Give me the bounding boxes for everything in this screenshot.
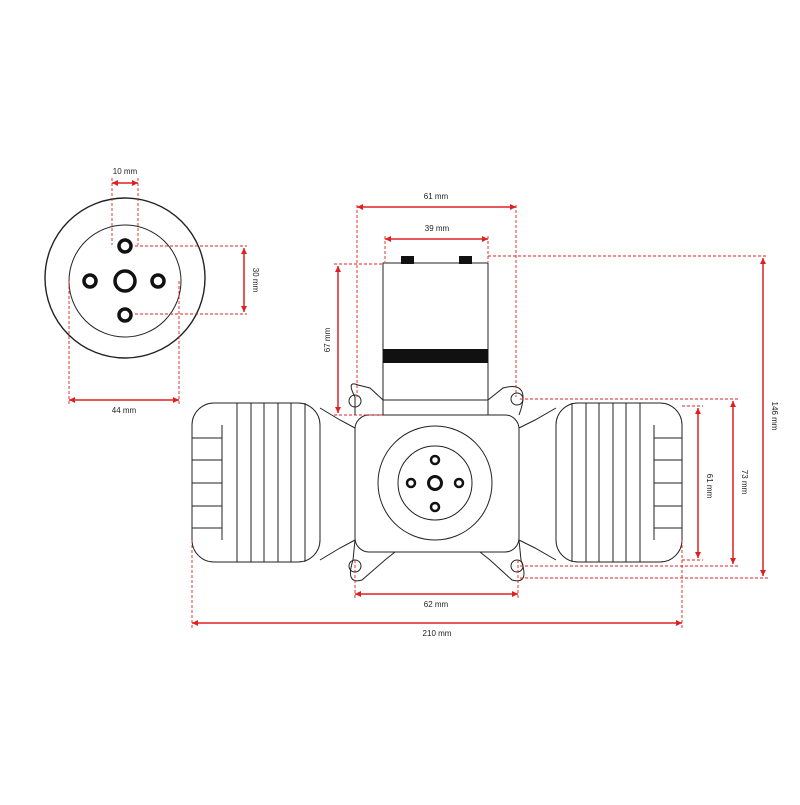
dim-label-inner-face-width: 44 mm [112,406,137,415]
left-connector-top [319,407,356,429]
dimension-arrowhead [730,401,736,407]
housing-hole-bottom [429,501,441,513]
housing-hole-right [453,477,465,489]
dim-label-center-width: 62 mm [424,600,449,609]
top-tab-left [401,256,414,264]
top-view [191,256,683,582]
dimension-arrowhead [760,570,766,576]
flange-bottom-right-ear [479,539,525,582]
housing-face-outer [377,425,493,541]
housing-hole-left [405,477,417,489]
dim-label-body-width: 61 mm [424,192,449,201]
dimension-arrowhead [335,407,341,413]
dimension-arrowhead [760,258,766,264]
dimension-arrowhead [510,204,516,210]
dimension-arrowhead [173,397,179,403]
dimension-arrowhead [676,620,682,626]
housing-center-hole [427,475,443,491]
center-hole [113,269,137,293]
top-view-dimensions: 61 mm 39 mm 67 mm 146 mm 73 mm 61 mm 62 … [191,192,779,638]
dimension-arrowhead [132,180,138,186]
bolt-hole-left [82,273,98,289]
upper-block [382,262,489,416]
dimension-arrowhead [730,558,736,564]
dimension-arrowhead [357,204,363,210]
dimension-arrowhead [355,591,361,597]
dimension-arrowhead [69,397,75,403]
dim-label-total-height: 146 mm [770,402,779,431]
left-fin-block [191,402,321,563]
dimension-arrowhead [335,266,341,272]
dimension-arrowhead [385,236,391,242]
top-tab-right [459,256,472,264]
front-view-dimensions: 10 mm 30 mm 44 mm [68,167,260,415]
right-connector-bottom [518,539,557,561]
right-connector-top [518,407,557,429]
dimension-arrowhead [112,180,118,186]
dimension-arrowhead [512,591,518,597]
dim-label-top-height: 67 mm [323,327,332,352]
bolt-hole-top [117,238,133,254]
dim-label-side-inner: 61 mm [705,474,714,499]
left-connector-bottom [319,539,356,561]
front-view [44,197,206,359]
dimension-arrowhead [241,248,247,254]
center-housing [354,414,520,553]
dim-label-side-outer: 73 mm [740,470,749,495]
flange-bottom-left-ear [350,539,396,582]
dim-label-top-width: 39 mm [425,224,450,233]
mount-hole-tl [348,394,362,408]
dim-label-inner-face-height: 30 mm [251,268,260,293]
outer-flange-circle [44,197,206,359]
right-fin-block [555,402,683,563]
dim-label-total-width: 210 mm [423,629,452,638]
bolt-hole-bottom [117,307,133,323]
black-band [383,349,488,363]
dimension-arrowhead [482,236,488,242]
dimension-arrowhead [192,620,198,626]
dimension-arrowhead [695,552,701,558]
dimension-arrowhead [695,408,701,414]
dim-label-bolt-spacing: 10 mm [113,167,138,176]
housing-hole-top [429,454,441,466]
flange-top-ears [350,383,524,416]
dimension-arrowhead [241,306,247,312]
bolt-hole-right [150,273,166,289]
housing-face-inner [397,445,473,521]
